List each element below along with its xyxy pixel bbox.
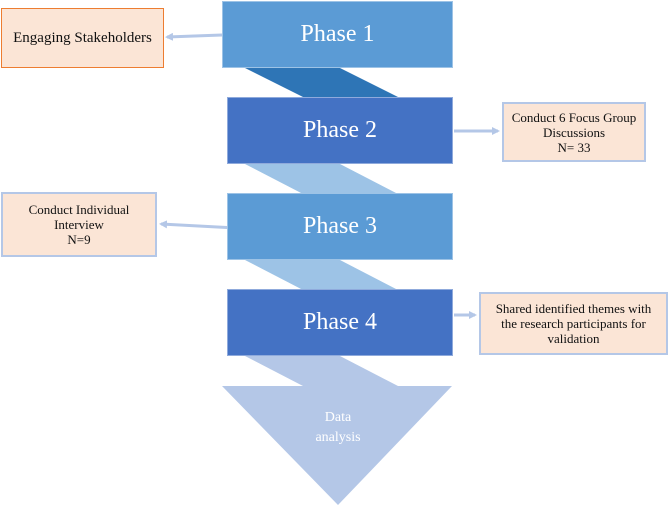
output-note-2-text: Conduct 6 Focus Group Discussions N= 33 [511,109,637,155]
output-note-3: Conduct Individual Interview N=9 [1,192,157,257]
phase-3-box: Phase 3 [227,193,453,260]
connector-1-2 [245,68,398,97]
output-note-1: Engaging Stakeholders [1,8,164,68]
output-note-3-text: Conduct Individual Interview N=9 [28,202,130,247]
output-note-1-text: Engaging Stakeholders [13,29,152,46]
connector-2-3 [245,164,398,194]
phase-1-box: Phase 1 [222,1,453,68]
phase-3-label: Phase 3 [303,213,377,239]
connector-4-funnel [245,356,398,386]
phase-1-label: Phase 1 [300,21,375,47]
phase-4-box: Phase 4 [227,289,453,356]
arrow-phase3-output [159,220,237,230]
connector-3-4 [245,260,398,290]
output-note-4-text: Shared identified themes with the resear… [495,301,652,346]
data-analysis-funnel [222,386,452,505]
phase-2-label: Phase 2 [303,117,377,143]
phase-4-label: Phase 4 [303,309,377,335]
phase-2-box: Phase 2 [227,97,453,164]
arrow-phase1-output [165,32,223,41]
data-analysis-label: Data analysis [315,410,361,445]
output-note-4: Shared identified themes with the resear… [479,292,668,355]
output-note-2: Conduct 6 Focus Group Discussions N= 33 [502,102,646,162]
